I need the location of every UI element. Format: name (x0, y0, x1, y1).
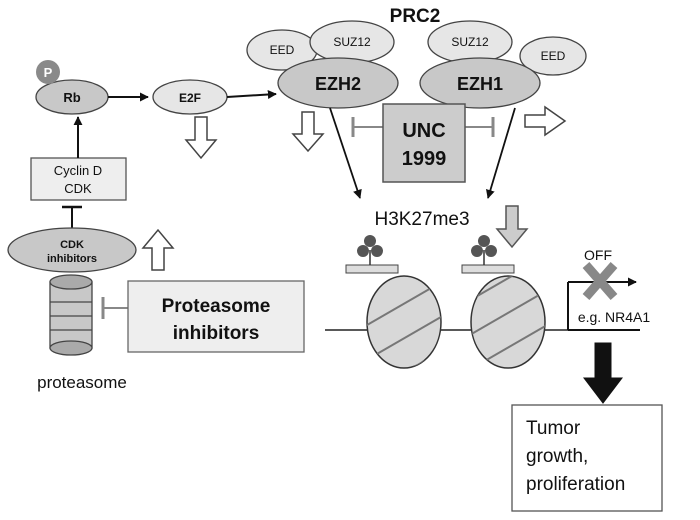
hollow-down-arrow-ezh2 (291, 111, 325, 153)
hollow-up-arrow-cdk-inhibitors (141, 228, 175, 271)
histone-tail-1 (345, 264, 399, 274)
unc1999-label-line1: UNC (402, 120, 445, 142)
ezh1-node (419, 57, 541, 109)
phosphate-label: P (44, 65, 53, 80)
ezh2-node (277, 57, 399, 109)
cdk-inhibitors-label-line2: inhibitors (47, 253, 97, 265)
tumor-label-line1: Tumor (526, 418, 581, 439)
cyclin-d-label: Cyclin D (54, 163, 102, 178)
eed-label-left: EED (270, 43, 295, 57)
hollow-down-arrow-h3k27me3 (495, 205, 529, 249)
cyclin-d-cdk-box (30, 157, 127, 201)
cdk-inhibitors-node (7, 227, 137, 273)
eed-node-right (519, 36, 587, 76)
methyl-mark-2a (478, 235, 490, 247)
proteasome-inhibitors-box (127, 280, 305, 353)
h3k27me3-label: H3K27me3 (374, 209, 469, 230)
downstream-arrow (582, 342, 624, 404)
histone-tail-2 (461, 264, 515, 274)
methyl-mark-2b (471, 245, 483, 257)
rb-label: Rb (63, 90, 80, 105)
prc2-title: PRC2 (390, 6, 441, 27)
methyl-mark-1a (364, 235, 376, 247)
proteasome-inhibitors-label-line2: inhibitors (173, 323, 260, 344)
arrow-e2f-to-ezh2 (226, 90, 277, 99)
methyl-mark-1b (357, 245, 369, 257)
cdk-label: CDK (64, 181, 92, 196)
off-x-icon (582, 262, 618, 300)
prc2-complex-left: EED SUZ12 EZH2 (246, 20, 399, 109)
suz12-label-left: SUZ12 (333, 35, 371, 49)
methyl-mark-2c (485, 245, 497, 257)
eed-label-right: EED (541, 49, 566, 63)
hollow-right-arrow-ezh1 (524, 105, 567, 137)
phosphate-icon (36, 60, 60, 84)
unc1999-box (382, 103, 466, 183)
suz12-label-right: SUZ12 (451, 35, 489, 49)
hollow-down-arrow-e2f (184, 116, 218, 160)
arrow-ezh2-to-h3k27me3 (329, 107, 362, 199)
e2f-label: E2F (179, 91, 201, 105)
nr4a1-label: e.g. NR4A1 (578, 309, 651, 325)
proteasome-icon (49, 274, 93, 356)
unc1999-label-line2: 1999 (402, 148, 447, 170)
nucleosome-2 (461, 235, 546, 369)
ezh2-label: EZH2 (315, 74, 361, 94)
tumor-label-line3: proliferation (526, 474, 625, 495)
off-label: OFF (584, 247, 612, 263)
nucleosome-1 (345, 235, 442, 369)
methyl-mark-1c (371, 245, 383, 257)
cdk-inhibitors-label-line1: CDK (60, 239, 84, 251)
proteasome-label: proteasome (37, 373, 127, 392)
arrow-ezh1-to-h3k27me3 (486, 107, 516, 199)
tumor-label-line2: growth, (526, 446, 588, 467)
prc2-complex-right: SUZ12 EED EZH1 (419, 20, 587, 109)
proteasome-inhibitors-label-line1: Proteasome (162, 296, 271, 317)
tumor-growth-box (511, 404, 663, 512)
ezh1-label: EZH1 (457, 74, 503, 94)
